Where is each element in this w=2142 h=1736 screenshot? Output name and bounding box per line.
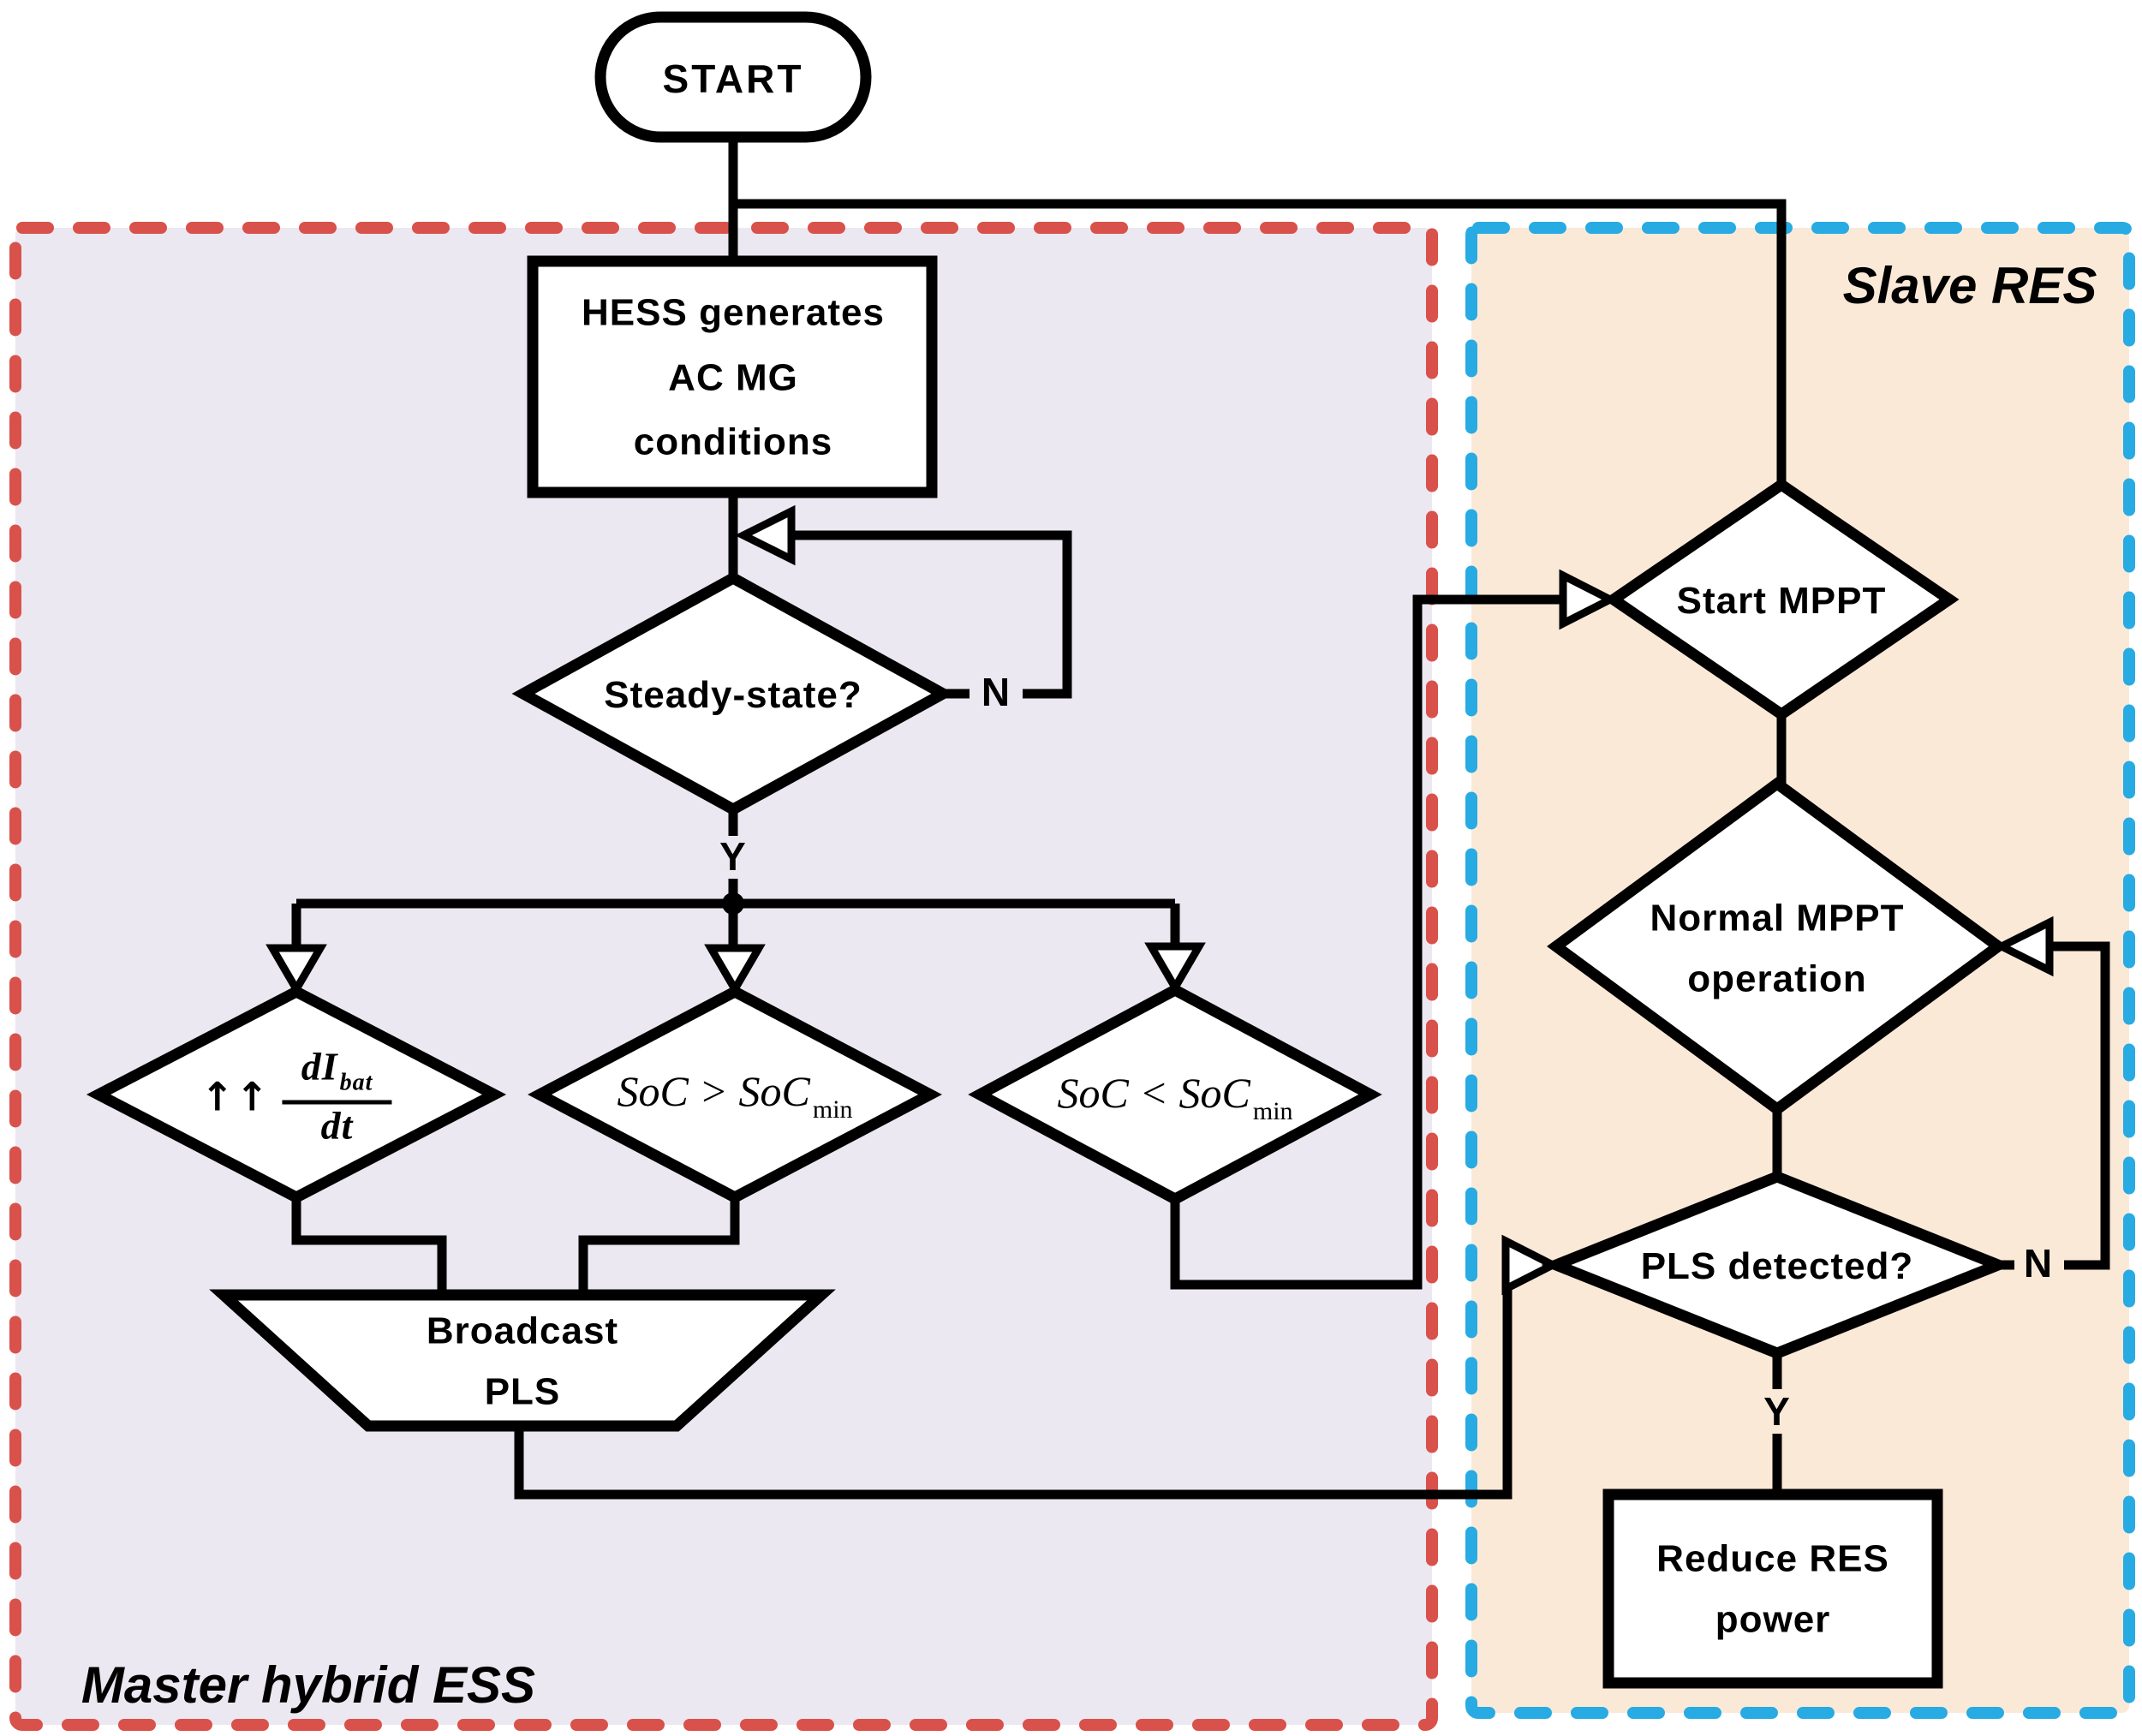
arrow-into-soc-lt-icon bbox=[1144, 942, 1206, 995]
arrow-into-pls-detected-icon bbox=[1501, 1234, 1561, 1296]
pls-detected-label: PLS detected? bbox=[1640, 1245, 1914, 1287]
normal-mppt-decision-shape bbox=[1547, 776, 2008, 1117]
arrow-into-soc-gt-icon bbox=[704, 944, 766, 997]
hess-process-shape bbox=[527, 255, 938, 498]
dibat-numerator: dIbat bbox=[301, 1044, 373, 1096]
hess-process-label: HESS generates AC MG conditions bbox=[582, 280, 885, 474]
slave-region-label: Slave RES bbox=[1842, 257, 2097, 314]
steady-state-decision-shape bbox=[511, 571, 955, 816]
start-mppt-label: Start MPPT bbox=[1676, 580, 1887, 622]
edge-soc-lt-to-start-mppt bbox=[1170, 594, 1566, 1290]
arrowheads bbox=[266, 504, 2054, 1296]
steady-yes-label: Y bbox=[719, 834, 747, 879]
broadcast-line-1: Broadcast bbox=[426, 1309, 619, 1352]
dibat-decision-shape bbox=[86, 985, 507, 1204]
normal-mppt-line-1: Normal MPPT bbox=[1650, 897, 1905, 940]
dibat-denominator: dt bbox=[320, 1103, 354, 1148]
arrow-into-normal-mppt-icon bbox=[1992, 916, 2054, 977]
hess-line-2: AC MG bbox=[668, 356, 798, 399]
broadcast-trapezoid-shape bbox=[209, 1289, 836, 1432]
edge-soc-gt-to-broadcast bbox=[578, 1197, 740, 1295]
branch-junction-dot bbox=[722, 892, 744, 915]
node-shapes bbox=[86, 11, 2014, 1689]
edge-pls-no-loop bbox=[2052, 941, 2110, 1270]
edge-dibat-to-broadcast bbox=[291, 1197, 447, 1295]
edge-steady-no-loop bbox=[793, 530, 1072, 699]
fraction-bar bbox=[282, 1100, 392, 1105]
master-region-label: Master hybrid ESS bbox=[81, 1656, 536, 1714]
reduce-res-label: Reduce RES power bbox=[1656, 1529, 1889, 1651]
hess-line-1: HESS generates bbox=[582, 291, 885, 334]
dibat-fraction: dIbat dt bbox=[282, 1044, 392, 1148]
broadcast-label: Broadcast PLS bbox=[427, 1301, 618, 1423]
dibat-decision-label: ↑↑ dIbat dt bbox=[200, 1044, 392, 1148]
steady-no-label: N bbox=[981, 670, 1011, 714]
start-terminal-shape bbox=[594, 11, 872, 143]
soc-lt-decision-shape bbox=[968, 983, 1382, 1206]
broadcast-line-2: PLS bbox=[484, 1371, 561, 1413]
pls-no-label: N bbox=[2023, 1241, 2054, 1286]
start-terminal-label: START bbox=[662, 57, 804, 101]
reduce-res-line-2: power bbox=[1715, 1599, 1831, 1641]
pls-yes-label: Y bbox=[1763, 1389, 1791, 1434]
start-mppt-decision-shape bbox=[1603, 478, 1960, 721]
arrow-steady-no-return-icon bbox=[734, 504, 796, 566]
arrow-into-start-mppt-icon bbox=[1559, 569, 1619, 630]
up-arrows-icon: ↑↑ bbox=[200, 1073, 271, 1119]
steady-state-label: Steady-state? bbox=[604, 674, 862, 716]
hess-line-3: conditions bbox=[633, 421, 833, 463]
pls-detected-decision-shape bbox=[1541, 1171, 2014, 1359]
normal-mppt-line-2: operation bbox=[1687, 958, 1867, 1000]
reduce-res-line-1: Reduce RES bbox=[1656, 1537, 1889, 1580]
reduce-res-process-shape bbox=[1602, 1488, 1943, 1689]
arrow-into-dibat-icon bbox=[266, 944, 327, 997]
normal-mppt-label: Normal MPPT operation bbox=[1650, 888, 1904, 1011]
edge-start-branch-to-start-mppt bbox=[733, 199, 1787, 485]
soc-gt-decision-shape bbox=[528, 985, 942, 1204]
